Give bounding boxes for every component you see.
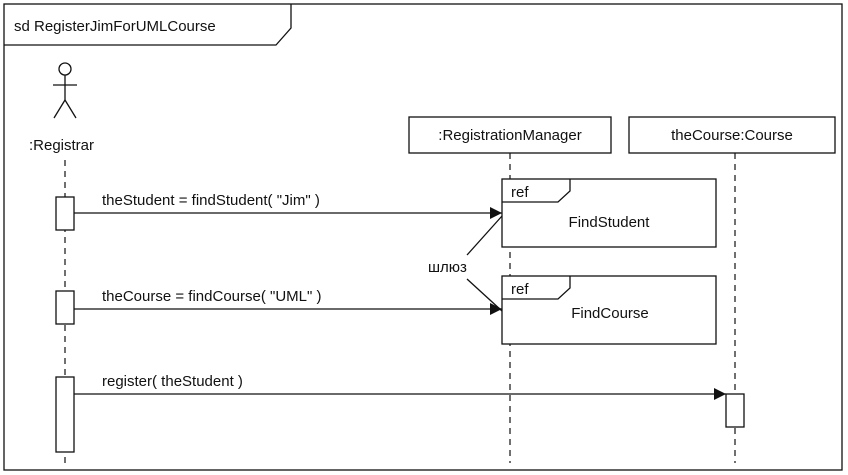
- actor-icon: [53, 62, 77, 119]
- message-register-label: register( theStudent ): [102, 373, 243, 390]
- ref-find-student-tab: [502, 179, 571, 203]
- ref-find-student-frame: [501, 178, 717, 248]
- registration-manager-label: :RegistrationManager: [438, 127, 581, 144]
- gate-pointer-upper: [466, 215, 503, 256]
- course-label: theCourse:Course: [671, 127, 793, 144]
- registrar-activation-2: [55, 290, 75, 325]
- message-find-course-label: theCourse = findCourse( "UML" ): [102, 288, 322, 305]
- registrar-lifeline-label: :Registrar: [29, 137, 94, 154]
- ref-find-course-name: FindCourse: [571, 305, 649, 322]
- frame-label: sd RegisterJimForUMLCourse: [14, 18, 216, 35]
- ref-find-course-tag: ref: [511, 281, 529, 298]
- ref-find-course-tab: [502, 276, 571, 300]
- frame-name-tab: [4, 4, 292, 46]
- course-head: [628, 116, 836, 154]
- course-activation: [725, 393, 745, 428]
- ref-find-student-tag: ref: [511, 184, 529, 201]
- message-find-student-label: theStudent = findStudent( "Jim" ): [102, 192, 320, 209]
- ref-find-course-frame: [501, 275, 717, 345]
- registrar-activation-1: [55, 196, 75, 231]
- registration-manager-head: [408, 116, 612, 154]
- diagram-frame: [3, 3, 843, 471]
- ref-find-student-name: FindStudent: [569, 214, 651, 231]
- gate-label: шлюз: [428, 259, 467, 276]
- gate-pointer-lower: [466, 278, 503, 312]
- registrar-activation-3: [55, 376, 75, 453]
